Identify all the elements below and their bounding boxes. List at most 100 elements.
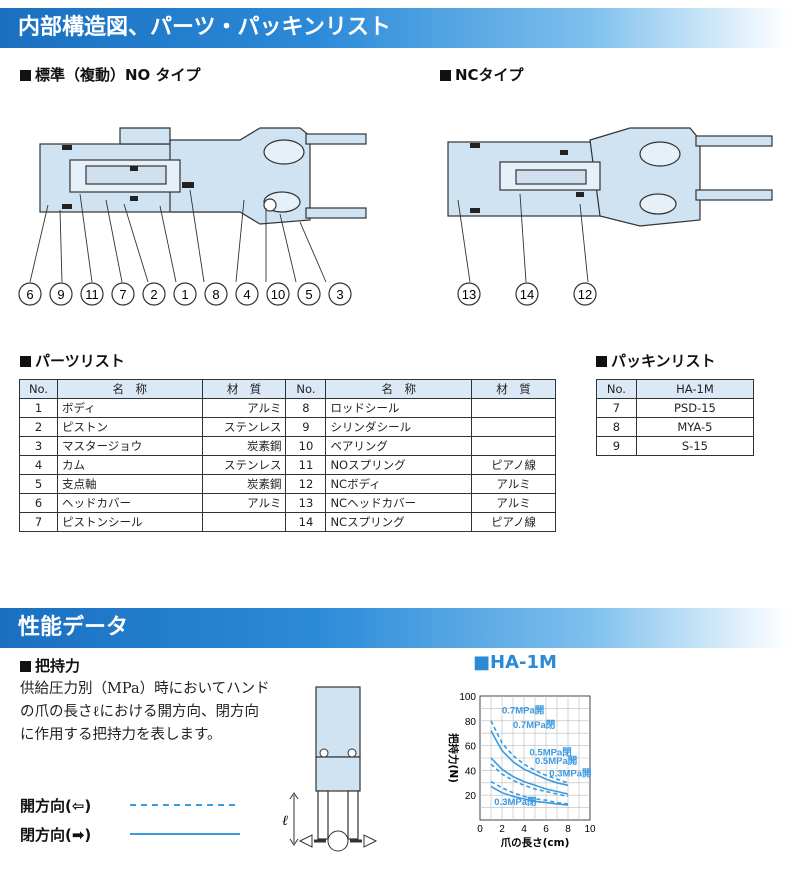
y-tick-label: 20 — [465, 791, 477, 802]
no-body-outline — [39, 143, 241, 213]
nc-type-label: NCタイプ — [455, 66, 524, 84]
legend-close-label: 閉方向(➡) — [20, 826, 92, 844]
parts-cell: 13 — [285, 493, 327, 513]
square-bullet-icon — [20, 661, 31, 672]
grip-heading: 把持力 — [20, 655, 80, 676]
callout-number-2: 2 — [150, 287, 157, 302]
packing-cell: MYA-5 — [635, 417, 755, 437]
square-bullet-icon — [596, 356, 607, 367]
parts-header-4: 名 称 — [325, 379, 473, 399]
no-type-heading: 標準（複動）NO タイプ — [20, 64, 201, 85]
series-label-1: 0.7MPa閉 — [513, 719, 555, 731]
banner-performance: 性能データ — [0, 608, 788, 648]
series-label-5: 0.3MPa閉 — [494, 796, 536, 808]
callout-circle-1 — [173, 282, 197, 306]
nc-body-outline — [447, 141, 639, 217]
parts-cell: アルミ — [471, 493, 556, 513]
callout-number-12: 12 — [578, 287, 592, 302]
parts-header-5: 材 質 — [471, 379, 556, 399]
chart-title: ■HA-1M — [473, 652, 557, 673]
parts-cell: ベアリング — [325, 436, 473, 456]
callout-number-11: 11 — [85, 287, 99, 302]
legend-close: 閉方向(➡) — [20, 824, 91, 845]
parts-cell: NCボディ — [325, 474, 473, 494]
callout-circle-9 — [49, 282, 73, 306]
packing-header-0: No. — [596, 379, 637, 399]
grip-label: 把持力 — [35, 657, 81, 675]
series-label-2: 0.5MPa閉 — [530, 747, 572, 759]
parts-cell: アルミ — [471, 474, 556, 494]
no-cam-lower — [263, 191, 301, 213]
legend-open: 開方向(⇦) — [20, 795, 91, 816]
callout-number-3: 3 — [336, 287, 343, 302]
nc-leader-lines — [457, 193, 589, 283]
parts-header-1: 名 称 — [56, 379, 203, 399]
parts-cell: ピアノ線 — [471, 455, 556, 475]
diagram-l-label: ℓ — [282, 813, 288, 829]
legend-close-line — [130, 833, 240, 835]
y-tick-label: 40 — [465, 766, 477, 777]
banner-performance-text: 性能データ — [18, 615, 129, 640]
grip-description: 供給圧力別（MPa）時においてハンドの爪の長さℓにおける開方向、閉方向に作用する… — [20, 681, 270, 743]
callout-number-10: 10 — [271, 287, 285, 302]
parts-cell: ロッドシール — [325, 398, 473, 418]
parts-cell: 9 — [285, 417, 327, 437]
no-piston — [69, 159, 181, 193]
parts-label: パーツリスト — [35, 352, 125, 370]
legend-open-line — [130, 804, 240, 806]
parts-cell — [471, 436, 556, 456]
no-cam-upper — [263, 139, 305, 165]
parts-cell: ピストンシール — [56, 512, 203, 532]
nc-finger-top — [695, 135, 773, 147]
parts-cell: ステンレス — [201, 455, 287, 475]
callout-circle-10 — [266, 282, 290, 306]
square-bullet-icon — [20, 356, 31, 367]
callout-circle-6 — [18, 282, 42, 306]
parts-cell: NCヘッドカバー — [325, 493, 473, 513]
nc-cam-lower — [639, 193, 677, 215]
series-label-0: 0.7MPa開 — [502, 704, 544, 716]
parts-cell: 支点軸 — [56, 474, 203, 494]
legend-open-label: 開方向(⇦) — [20, 797, 92, 815]
y-tick-label: 60 — [465, 742, 477, 753]
parts-cell: 6 — [19, 493, 58, 513]
parts-cell: 8 — [285, 398, 327, 418]
no-top-boss — [119, 127, 171, 145]
x-tick-label: 2 — [499, 824, 505, 835]
y-axis-label: 把持力(N) — [447, 733, 460, 783]
parts-cell: ボディ — [56, 398, 203, 418]
parts-cell: 12 — [285, 474, 327, 494]
packing-cell: 8 — [596, 417, 637, 437]
packing-cell: 7 — [596, 398, 637, 418]
parts-cell: マスタージョウ — [56, 436, 203, 456]
parts-cell: 5 — [19, 474, 58, 494]
callout-number-8: 8 — [212, 287, 219, 302]
packing-header-1: HA-1M — [635, 379, 755, 399]
parts-heading: パーツリスト — [20, 350, 125, 371]
parts-cell: ピストン — [56, 417, 203, 437]
callout-number-5: 5 — [305, 287, 312, 302]
nc-cam-upper — [639, 141, 681, 167]
x-tick-label: 4 — [521, 824, 527, 835]
nc-type-heading: NCタイプ — [440, 64, 524, 85]
nc-finger-bottom — [695, 189, 773, 201]
no-finger-top — [305, 133, 367, 145]
no-finger-bottom — [305, 207, 367, 219]
parts-cell: 11 — [285, 455, 327, 475]
parts-cell — [201, 512, 287, 532]
series-line-2 — [490, 757, 569, 795]
y-tick-label: 100 — [459, 692, 476, 703]
banner-structure-text: 内部構造図、パーツ・パッキンリスト — [18, 15, 391, 40]
